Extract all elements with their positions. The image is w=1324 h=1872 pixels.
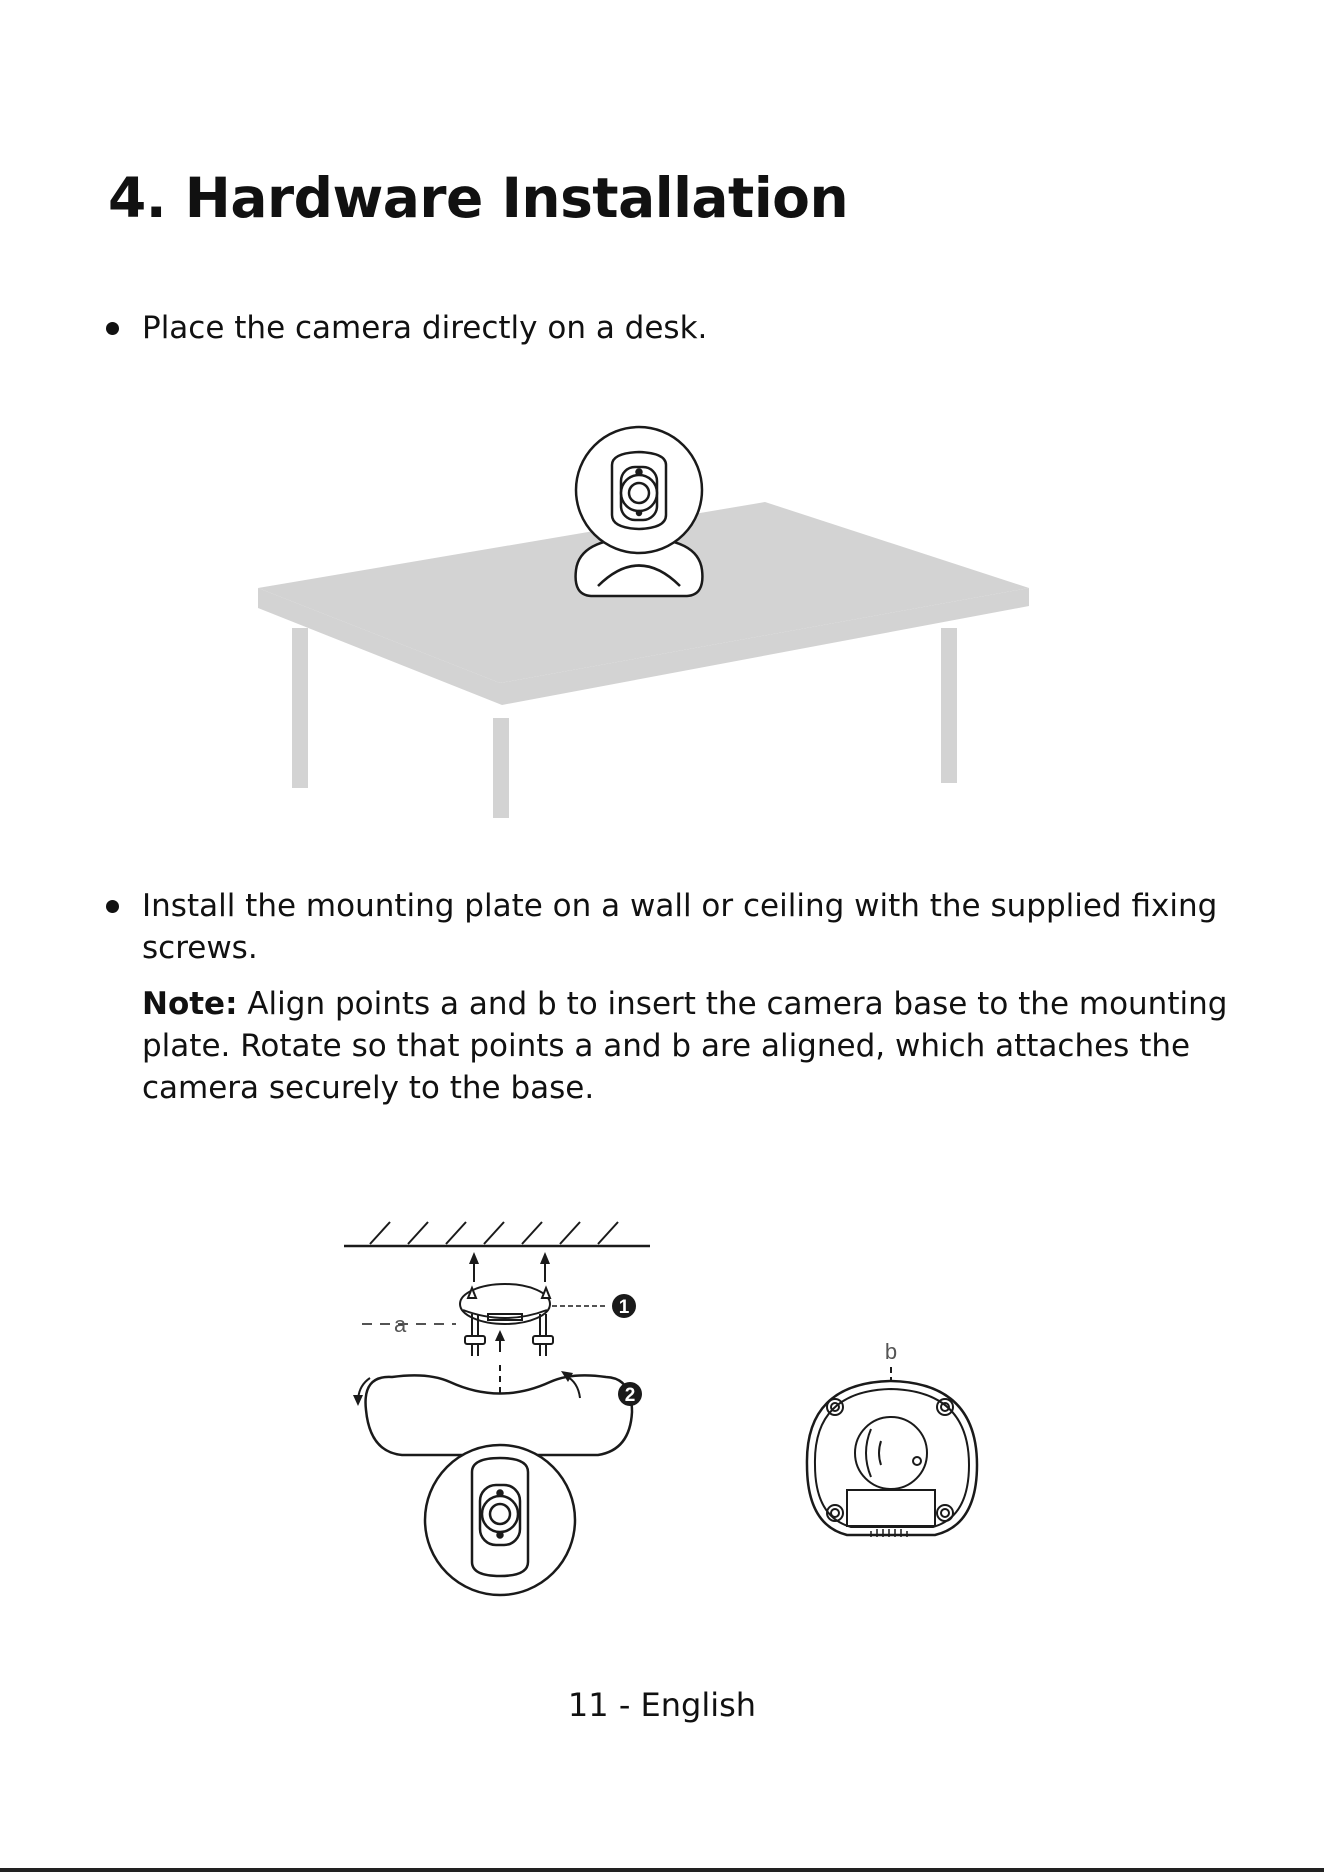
speaker-grille [870, 1529, 908, 1537]
bullet-dot [106, 322, 119, 335]
list-item-wall-mounting: Install the mounting plate on a wall or … [106, 885, 1256, 969]
desk-leg [493, 718, 509, 818]
callout-1-number: 1 [619, 1297, 630, 1318]
desk-leg [292, 628, 308, 788]
note-paragraph: Note: Align points a and b to insert the… [142, 983, 1262, 1109]
camera-base-underside-diagram: b [805, 1339, 979, 1537]
callout-2-number: 2 [625, 1385, 636, 1406]
screw-hole [826, 1504, 844, 1522]
point-b-label: b [885, 1339, 897, 1364]
note-text: Align points a and b to insert the camer… [142, 986, 1228, 1106]
camera-on-desk-illustration [258, 425, 1029, 818]
point-a-label: a [394, 1312, 407, 1337]
fixing-screw-icon [464, 1314, 486, 1356]
page-title: 4. Hardware Installation [108, 166, 849, 230]
ceiling-hatching [369, 1221, 619, 1245]
step-text: Place the camera directly on a desk. [142, 310, 708, 346]
up-arrow-icon [469, 1252, 479, 1282]
ceiling-mount-diagram: a 1 2 [344, 1221, 650, 1597]
fixing-screw-icon [532, 1314, 554, 1356]
label-plate [846, 1489, 936, 1527]
page-number: 11 - English [567, 1686, 757, 1724]
camera-base [364, 1374, 634, 1457]
rotate-arrow-icon [353, 1377, 371, 1406]
screw-hole [936, 1504, 954, 1522]
bullet-dot [106, 900, 119, 913]
desk-leg [941, 628, 957, 783]
callout-badge [618, 1382, 642, 1406]
page-bottom-rule [0, 1868, 1324, 1872]
camera-icon [423, 1443, 577, 1597]
up-arrow-icon [495, 1330, 505, 1352]
rotate-arrow-icon [561, 1371, 581, 1399]
mounting-plate [459, 1283, 552, 1325]
step-text: Install the mounting plate on a wall or … [142, 888, 1218, 966]
camera-icon [574, 425, 704, 598]
up-arrow-icon [540, 1252, 550, 1282]
screw-hole [826, 1398, 844, 1416]
callout-badge [612, 1294, 636, 1318]
note-label: Note: [142, 986, 238, 1022]
list-item-desk-placement: Place the camera directly on a desk. [106, 307, 1256, 349]
desk-edge [258, 588, 1029, 705]
screw-hole [936, 1398, 954, 1416]
